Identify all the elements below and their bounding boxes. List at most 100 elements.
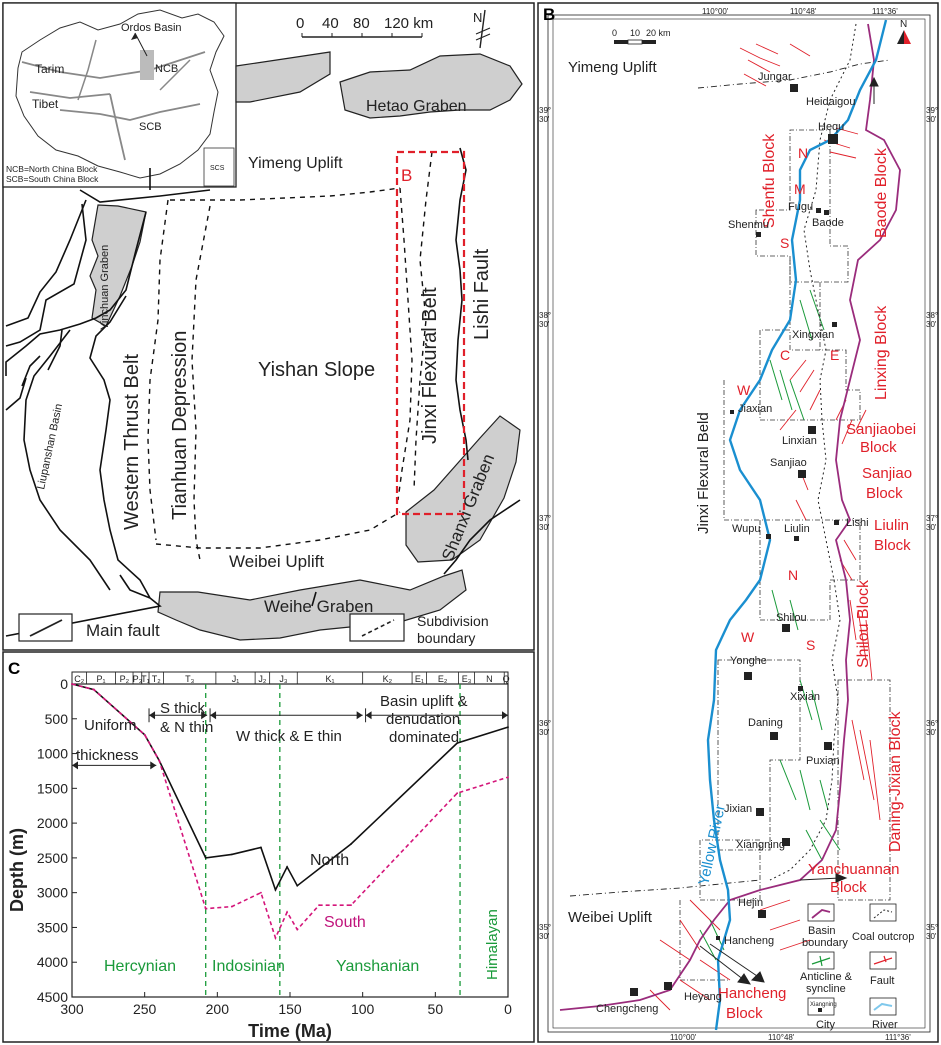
city-hequ: Hequ: [818, 121, 844, 133]
data-point-south-12: [456, 792, 459, 795]
y-tick-label-4: 2000: [37, 815, 68, 831]
data-point-north-11: [456, 742, 459, 745]
data-point-south-1: [92, 688, 95, 691]
city-daning: Daning: [748, 717, 783, 729]
data-point-south-10: [318, 904, 320, 907]
yimeng-uplift-b-label: Yimeng Uplift: [568, 59, 657, 76]
box-b-label: B: [401, 166, 412, 185]
x-tick-label-4: 100: [351, 1001, 375, 1017]
panel-c-letter: C: [8, 659, 20, 678]
data-point-north-8: [286, 866, 288, 868]
x-tick-label-3: 150: [278, 1001, 302, 1017]
bottom-tick-111-36: 111°36': [885, 1033, 911, 1042]
inset-china-map: Ordos Basin Tarim NCB Tibet SCB SCS NCB=…: [2, 2, 237, 188]
scale-bar-a: 0 40 80 120 km: [296, 15, 433, 38]
inset-tibet-label: Tibet: [32, 97, 59, 111]
x-tick-label-5: 50: [428, 1001, 444, 1017]
sanjiaobei-block-word: Block: [860, 439, 897, 456]
city-fugu: Fugu: [788, 201, 813, 213]
legend-b: Basin boundary Coal outcrop Anticline & …: [800, 903, 914, 1031]
legend-north-label: North: [310, 852, 349, 869]
pointer-arrows: [699, 76, 879, 985]
legend-city-sample: Xiangning: [810, 1002, 837, 1008]
period-label-13: E₂: [438, 674, 448, 684]
sub-w-shilou: W: [741, 629, 755, 645]
bottom-tick-110-48: 110°48': [768, 1033, 795, 1042]
annotation-dominated: dominated: [389, 729, 459, 746]
sub-n-shenfu: N: [798, 145, 808, 161]
lat-36-left: 36°: [539, 719, 551, 728]
y-tick-label-7: 3500: [37, 919, 68, 935]
jinxi-flexural-belt-label: Jinxi Flexural Belt: [419, 287, 441, 444]
sub-s-shenfu: S: [780, 235, 789, 251]
top-tick-110-00: 110°00': [702, 7, 729, 16]
panel-b: B 110°00' 110°48' 111°36' 110°00' 110°48…: [537, 2, 939, 1043]
city-yonghe: Yonghe: [730, 655, 767, 667]
block-grid: [679, 129, 891, 981]
period-label-14: E₃: [462, 674, 472, 684]
legend-city-label: City: [816, 1019, 835, 1031]
scale-bar-b: 0 10 20 km: [612, 28, 671, 45]
arrow-uniform-head-left: [72, 761, 78, 770]
city-heyang: Heyang: [684, 991, 722, 1003]
data-point-north-5: [230, 853, 233, 856]
period-label-2: P₂: [120, 674, 130, 684]
weibei-uplift-b-label: Weibei Uplift: [568, 909, 653, 926]
sub-w-linxing: W: [737, 382, 751, 398]
scale-b-tick-0: 0: [612, 28, 617, 38]
x-tick-label-1: 250: [133, 1001, 157, 1017]
subdivision-boundaries: [147, 151, 433, 561]
jinxi-flexural-b-label: Jinxi Flexural Beld: [695, 412, 712, 534]
north-label-a: N: [473, 10, 482, 25]
inset-ordos-label: Ordos Basin: [121, 22, 182, 34]
annotation-uniform: Uniform: [84, 717, 137, 734]
city-lishi: Lishi: [846, 517, 869, 529]
data-point-south-6: [260, 891, 262, 894]
lat-38-right-min: 30': [926, 320, 937, 329]
panel-b-letter: B: [543, 5, 555, 24]
latitude-ticks: 39° 30' 39° 30' 38° 30' 38° 30' 37° 30' …: [539, 106, 938, 941]
y-tick-label-6: 3000: [37, 885, 68, 901]
city-jungar: Jungar: [758, 71, 792, 83]
city-hejin: Hejin: [738, 897, 763, 909]
data-point-south-0: [71, 683, 73, 685]
y-tick-label-8: 4000: [37, 954, 68, 970]
legend-syncline-label: syncline: [806, 983, 846, 995]
city-xiangning: Xiangning: [736, 839, 785, 851]
period-label-11: K₂: [383, 674, 393, 684]
lat-37-right: 37°: [926, 514, 938, 523]
period-label-3: P₃: [133, 674, 143, 684]
city-heidaigou: Heidaigou: [806, 96, 856, 108]
scale-a-tick-0: 0: [296, 15, 304, 32]
data-point-north-6: [260, 846, 262, 849]
y-tick-label-9: 4500: [37, 989, 68, 1005]
yinchuan-graben-label: Yinchuan Graben: [99, 245, 111, 330]
city-liulin: Liulin: [784, 523, 810, 535]
lat-37-left-min: 30': [539, 523, 550, 532]
sub-c-linxing: C: [780, 347, 790, 363]
lat-36-right: 36°: [926, 719, 938, 728]
lat-35-left-min: 30': [539, 932, 550, 941]
lishi-fault-label: Lishi Fault: [471, 248, 493, 340]
data-point-south-4: [204, 907, 207, 910]
orogeny-yanshanian: Yanshanian: [336, 958, 419, 975]
data-point-south-2: [143, 733, 146, 736]
annotation-denudation: denudation: [386, 711, 460, 728]
period-label-8: J₂: [258, 674, 267, 684]
arrow-uplift-head-right: [502, 711, 508, 720]
period-label-16: Q: [503, 674, 510, 684]
period-label-10: K₁: [325, 674, 334, 684]
city-puxian: Puxian: [806, 755, 840, 767]
arrow-s-thick-head-left: [149, 711, 156, 720]
data-point-north-4: [204, 856, 207, 859]
annotation-s-thick: S thick: [160, 700, 206, 717]
western-thrust-belt-label: Western Thrust Belt: [121, 354, 143, 530]
city-shilou: Shilou: [776, 612, 807, 624]
city-baode: Baode: [812, 217, 844, 229]
inset-scb-note: SCB=South China Block: [6, 174, 99, 184]
lat-37-left: 37°: [539, 514, 551, 523]
lat-39-right: 39°: [926, 106, 938, 115]
